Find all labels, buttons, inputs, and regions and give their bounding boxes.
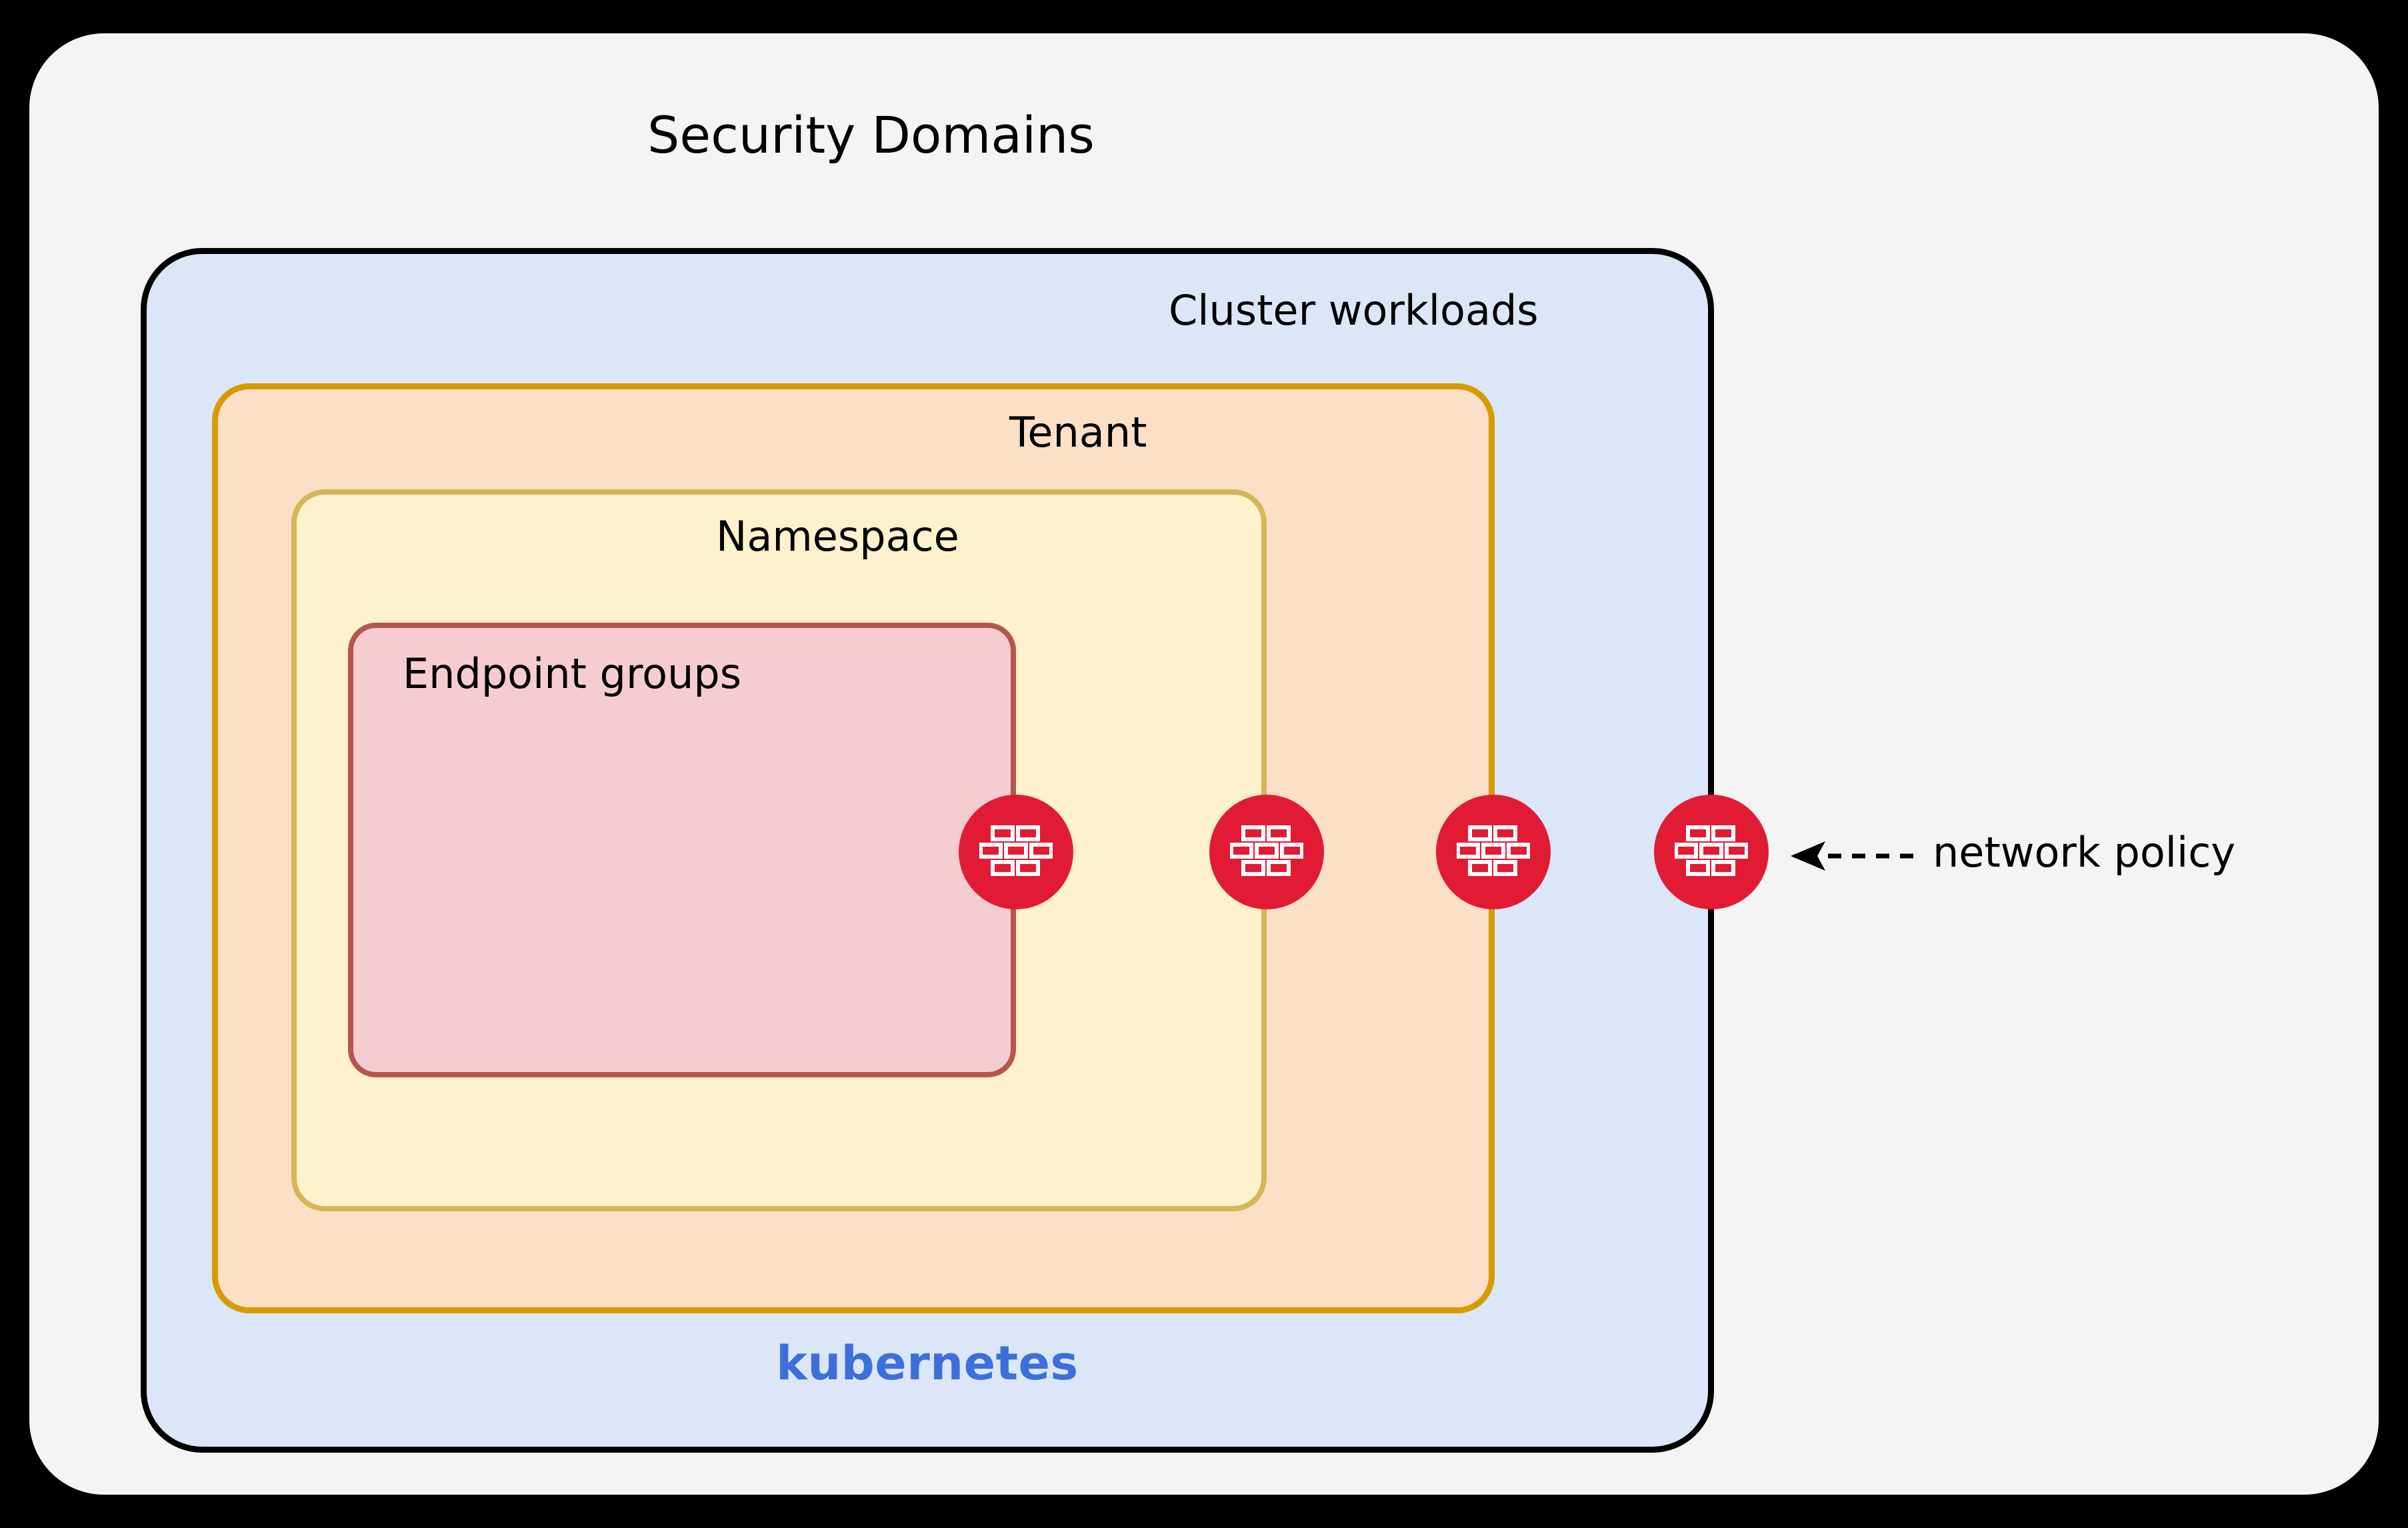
network-policy-arrow-icon (1791, 841, 1913, 871)
network-policy-label: network policy (1933, 828, 2236, 877)
firewall-icon[interactable] (1654, 795, 1769, 909)
layer-label-endpoint-groups: Endpoint groups (403, 649, 742, 698)
firewall-icon[interactable] (1436, 795, 1551, 909)
page-title: Security Domains (647, 105, 1095, 165)
layer-label-tenant: Tenant (1009, 408, 1147, 457)
layer-label-cluster-workloads: Cluster workloads (1169, 286, 1539, 335)
kubernetes-label: kubernetes (776, 1336, 1079, 1391)
security-domains-card: Security Domains Cluster workloads Tenan… (29, 33, 2379, 1495)
layer-label-namespace: Namespace (716, 512, 959, 561)
layer-endpoint-groups[interactable] (348, 623, 1016, 1077)
firewall-icon[interactable] (959, 795, 1073, 909)
firewall-icon[interactable] (1209, 795, 1324, 909)
